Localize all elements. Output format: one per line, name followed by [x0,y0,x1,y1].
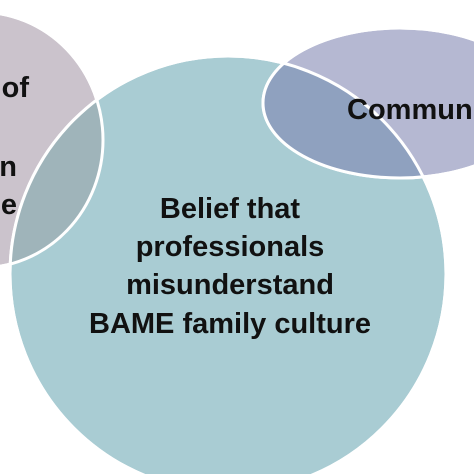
right-circle-outline [261,26,474,180]
right-circle-label: Commun [347,94,473,126]
left-circle-label-line-2: n [0,151,17,183]
left-circle-outline [0,12,105,268]
main-circle-label-line-4: BAME family culture [89,308,371,340]
main-circle-outline [8,54,448,474]
main-circle-label-line-1: Belief that [160,193,301,225]
main-circle-label-line-3: misunderstand [126,269,334,301]
main-circle-label-line-2: professionals [136,231,325,263]
left-circle-label-line-1: of [2,72,30,104]
left-circle-label-line-3: e [1,189,17,221]
